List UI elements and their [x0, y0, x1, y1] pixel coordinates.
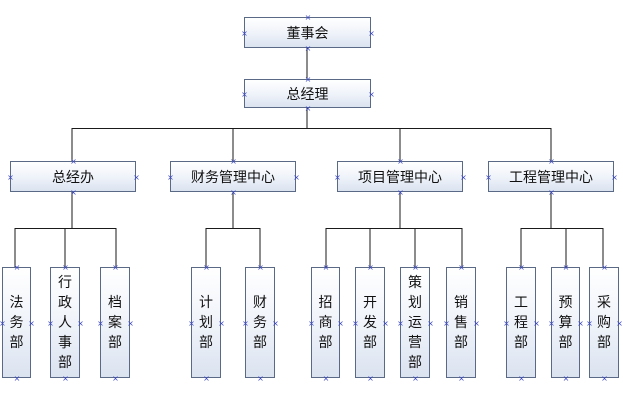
node-dept-archives[interactable]: 档 案 部 [100, 267, 130, 378]
node-dept-finance[interactable]: 财 务 部 [245, 267, 275, 378]
node-dept-sales[interactable]: 销 售 部 [446, 267, 476, 378]
node-dept-development[interactable]: 开 发 部 [355, 267, 385, 378]
node-dept-investment[interactable]: 招 商 部 [311, 267, 340, 378]
node-dept-admin-hr[interactable]: 行 政 人 事 部 [50, 267, 80, 378]
node-dept-planning[interactable]: 计 划 部 [191, 267, 221, 378]
node-board[interactable]: 董事会 [244, 17, 371, 48]
node-dept-procurement[interactable]: 采 购 部 [589, 267, 619, 378]
node-center-project[interactable]: 项目管理中心 [337, 161, 463, 192]
node-dept-budget[interactable]: 预 算 部 [551, 267, 580, 378]
node-dept-legal[interactable]: 法 务 部 [2, 267, 31, 378]
node-general-manager[interactable]: 总经理 [244, 79, 371, 108]
node-center-finance[interactable]: 财务管理中心 [170, 161, 296, 192]
node-center-engineering[interactable]: 工程管理中心 [488, 161, 614, 192]
node-dept-engineering[interactable]: 工 程 部 [506, 267, 536, 378]
node-center-general-office[interactable]: 总经办 [10, 161, 136, 192]
node-dept-planning-ops[interactable]: 策 划 运 营 部 [400, 267, 430, 378]
